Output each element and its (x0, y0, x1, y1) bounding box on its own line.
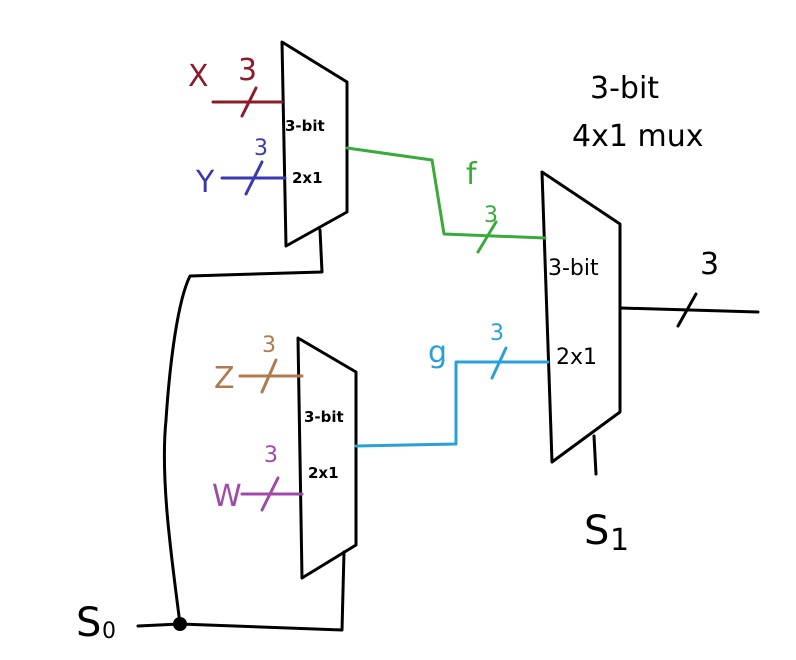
junction-dot (173, 617, 187, 631)
mux-bottom-label-1: 3-bit (304, 408, 344, 426)
wire-g: g 3 (354, 321, 550, 448)
mux-right-label-2: 2x1 (556, 345, 597, 370)
mux-bottom: 3-bit 2x1 (296, 336, 358, 580)
output-wire: 3 (618, 247, 760, 328)
output-width: 3 (700, 247, 719, 282)
select-s0-wiring: S 0 (76, 228, 346, 646)
mux-top-label-1: 3-bit (285, 117, 325, 135)
input-x-label: X (188, 59, 209, 94)
input-x: X 3 (188, 53, 284, 118)
input-w: W 3 (212, 443, 304, 514)
input-w-label: W (212, 479, 242, 514)
input-y-width: 3 (254, 136, 268, 161)
input-y: Y 3 (195, 136, 287, 200)
s0-label: S (76, 600, 101, 646)
s1-subscript: 1 (610, 523, 629, 558)
title-line2: 4x1 mux (572, 119, 703, 154)
wire-g-label: g (428, 335, 447, 370)
select-s1: S 1 (584, 434, 629, 558)
wire-g-width: 3 (490, 321, 504, 346)
s0-subscript: 0 (102, 619, 116, 644)
mux-right: 3-bit 2x1 (540, 170, 622, 464)
s1-label: S (584, 508, 609, 554)
input-z-label: Z (214, 361, 235, 396)
wire-f: f 3 (345, 146, 547, 254)
input-z: Z 3 (214, 333, 304, 396)
mux-top: 3-bit 2x1 (280, 40, 349, 248)
input-x-width: 3 (238, 53, 257, 88)
input-z-width: 3 (262, 333, 276, 358)
mux-top-label-2: 2x1 (292, 169, 323, 187)
mux-right-label-1: 3-bit (548, 256, 599, 281)
input-w-width: 3 (264, 443, 278, 468)
input-y-label: Y (195, 165, 215, 200)
wire-f-width: 3 (484, 203, 498, 228)
wire-f-label: f (466, 157, 478, 192)
title-line1: 3-bit (590, 71, 659, 106)
mux-bottom-label-2: 2x1 (308, 464, 339, 482)
